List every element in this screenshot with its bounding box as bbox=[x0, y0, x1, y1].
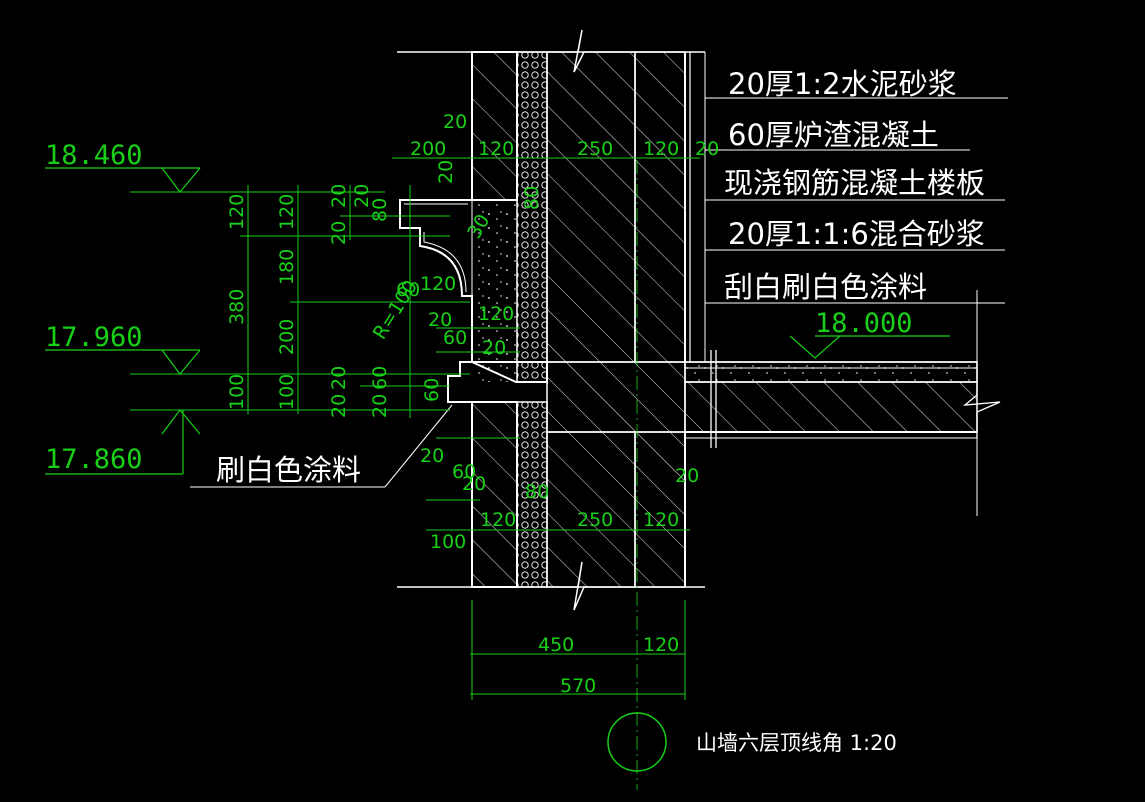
layer-note-2: 60厚炉渣混凝土 bbox=[728, 118, 939, 152]
dim-label: 120 bbox=[643, 634, 679, 656]
dim-label: 380 bbox=[226, 289, 248, 325]
dim-label: 60 bbox=[369, 366, 391, 390]
elevation-17-960: 17.960 bbox=[45, 322, 143, 353]
dim-label: 80 bbox=[521, 186, 543, 210]
dim-label: 20 bbox=[443, 111, 467, 133]
dim-label: 120 bbox=[643, 509, 679, 531]
dim-label: 20 bbox=[328, 221, 350, 245]
dim-label: 200 bbox=[276, 319, 298, 355]
dim-label: 60 bbox=[421, 378, 443, 402]
dim-label: 20 bbox=[482, 337, 506, 359]
dim-label: 250 bbox=[577, 138, 613, 160]
dim-label: 60 bbox=[443, 327, 467, 349]
dim-label: 100 bbox=[226, 374, 248, 410]
dim-label: 120 bbox=[226, 194, 248, 230]
elevation-17-860: 17.860 bbox=[45, 444, 143, 475]
dim-label: 60 bbox=[396, 279, 420, 301]
dim-label: 120 bbox=[276, 194, 298, 230]
dim-label: 120 bbox=[480, 509, 516, 531]
dim-label: 100 bbox=[276, 374, 298, 410]
elevation-18-000: 18.000 bbox=[815, 308, 913, 339]
dim-label: 20 bbox=[695, 138, 719, 160]
dim-label: 20 bbox=[428, 309, 452, 331]
elevation-18-460: 18.460 bbox=[45, 140, 143, 171]
dim-label: 20 bbox=[420, 445, 444, 467]
dim-label: 120 bbox=[478, 303, 514, 325]
dim-label: 80 bbox=[525, 481, 549, 503]
layer-note-1: 20厚1:2水泥砂浆 bbox=[728, 67, 957, 101]
elevation-marks bbox=[45, 157, 950, 790]
dim-label: 120 bbox=[478, 138, 514, 160]
dim-label: 200 bbox=[410, 138, 446, 160]
dim-label: 120 bbox=[643, 138, 679, 160]
elevation-labels: 18.460 17.960 17.860 18.000 bbox=[45, 140, 913, 475]
drawing-title: 山墙六层顶线角 1:20 bbox=[696, 731, 897, 755]
layer-note-3: 现浇钢筋混凝土楼板 bbox=[724, 166, 985, 200]
dim-label: 20 bbox=[328, 366, 350, 390]
dim-label: 20 bbox=[369, 394, 391, 418]
dim-label: 570 bbox=[560, 675, 596, 697]
layer-notes: 20厚1:2水泥砂浆 60厚炉渣混凝土 现浇钢筋混凝土楼板 20厚1:1:6混合… bbox=[724, 67, 985, 304]
wall-outline bbox=[190, 29, 1008, 611]
dim-label: 250 bbox=[577, 509, 613, 531]
dim-label: 180 bbox=[276, 249, 298, 285]
paint-note: 刷白色涂料 bbox=[216, 453, 361, 487]
dim-label: 60 bbox=[452, 461, 476, 483]
dim-label: 20 bbox=[435, 160, 457, 184]
layer-note-4: 20厚1:1:6混合砂浆 bbox=[728, 217, 985, 251]
layer-note-5: 刮白刷白色涂料 bbox=[724, 270, 927, 304]
dim-label: 120 bbox=[420, 273, 456, 295]
dim-label: 20 bbox=[462, 473, 486, 495]
dim-label: 20 bbox=[351, 184, 373, 208]
dim-label: 20 bbox=[675, 465, 699, 487]
dim-label: 100 bbox=[430, 531, 466, 553]
dim-label: 20 bbox=[328, 184, 350, 208]
dim-label: 450 bbox=[538, 634, 574, 656]
dim-label: 80 bbox=[369, 198, 391, 222]
dim-label: 20 bbox=[328, 394, 350, 418]
